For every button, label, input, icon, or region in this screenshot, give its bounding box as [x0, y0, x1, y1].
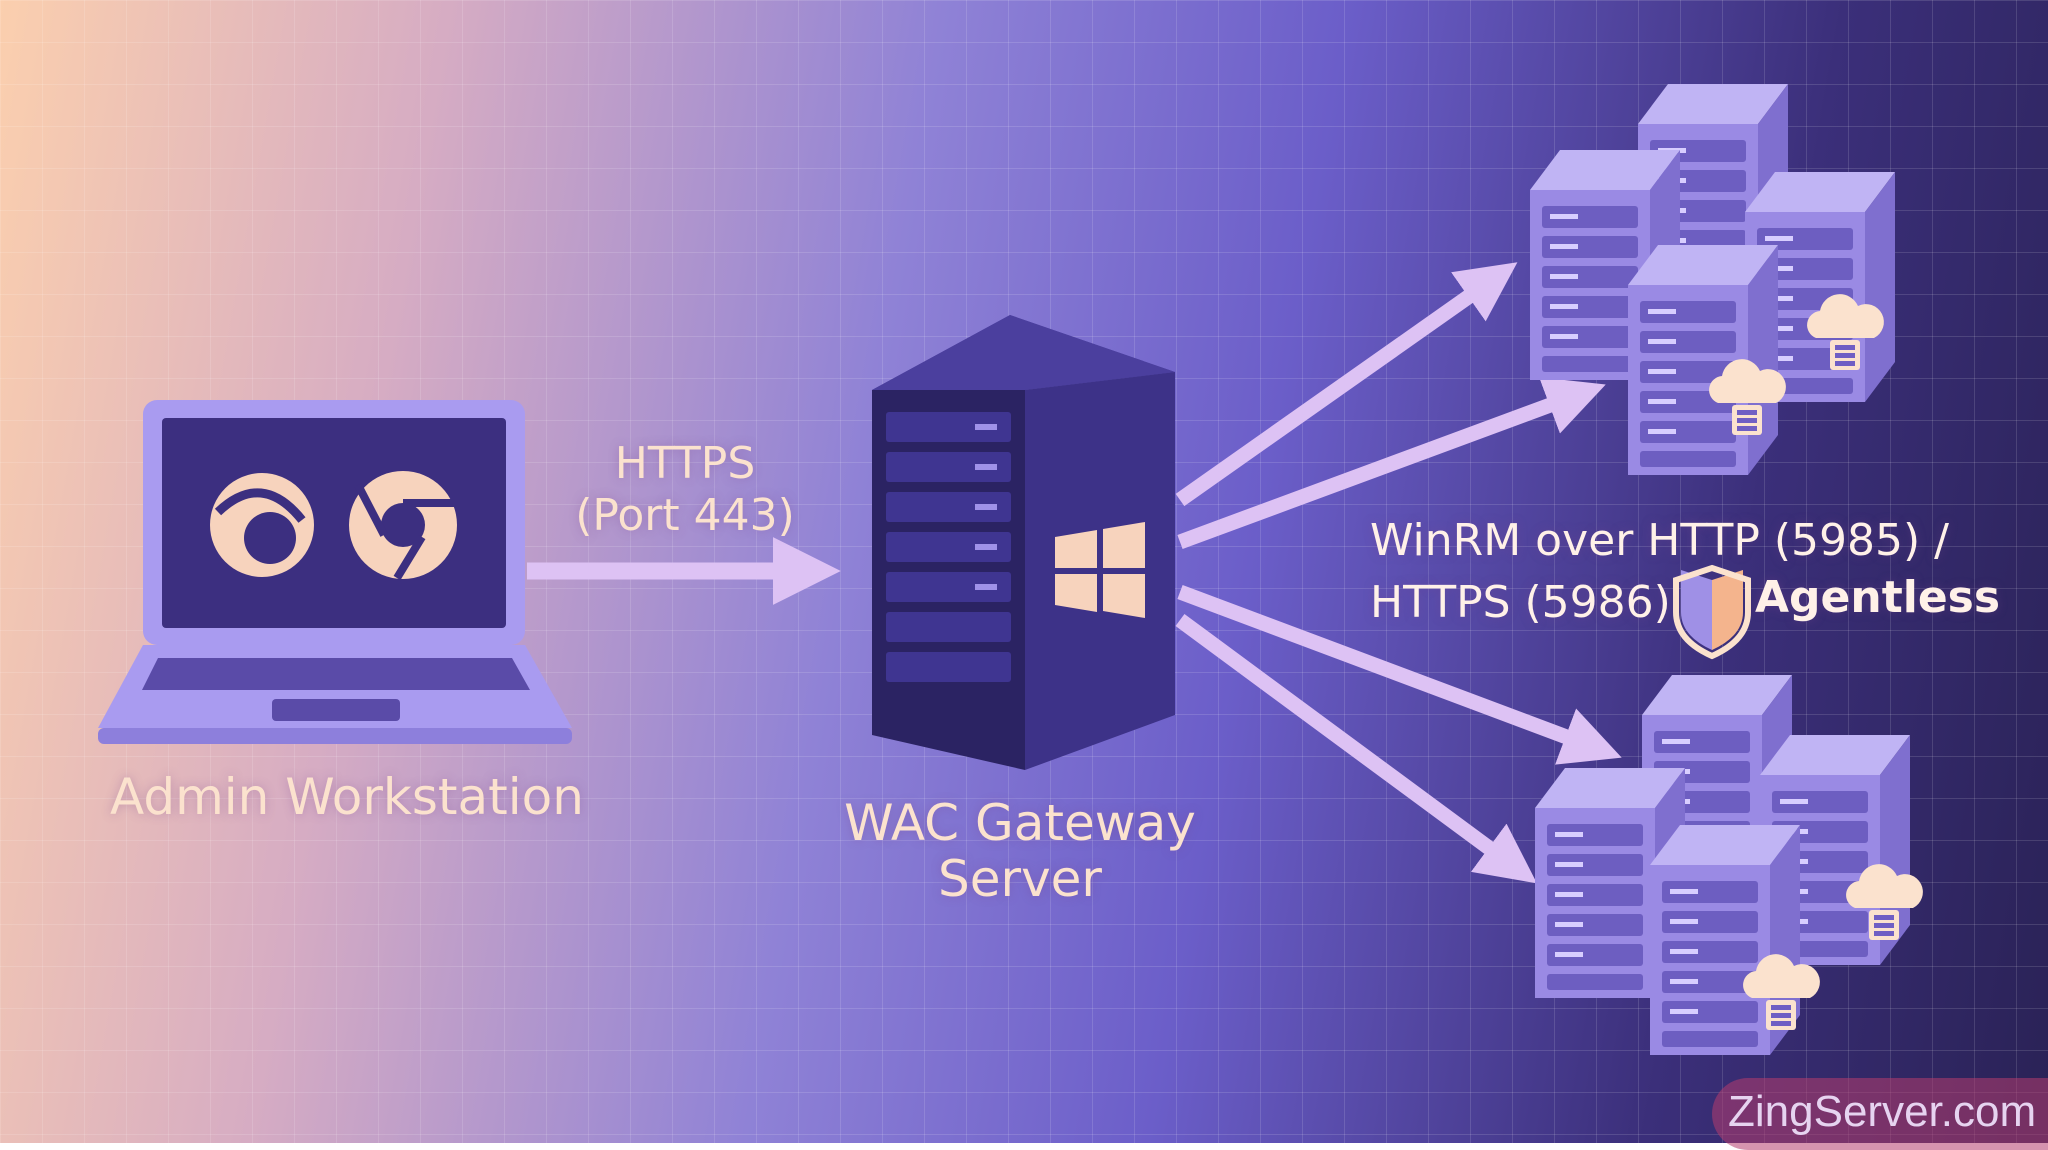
shield-icon	[1673, 564, 1751, 660]
https-edge-label: HTTPS (Port 443)	[575, 438, 795, 542]
winrm-arrows	[1175, 262, 1622, 884]
wac-gateway-label: WAC Gateway Server	[840, 795, 1200, 907]
server-cluster-upper	[1530, 84, 1895, 475]
chrome-browser-icon	[349, 471, 457, 581]
wac-label-line2: Server	[938, 850, 1102, 908]
wac-label-line1: WAC Gateway	[844, 794, 1196, 852]
server-tower-icon	[872, 315, 1175, 770]
winrm-arrow-4	[1175, 613, 1537, 884]
agentless-badge: Agentless	[1755, 572, 2001, 623]
winrm-arrow-1	[1175, 262, 1518, 507]
edge-browser-icon	[210, 473, 314, 577]
winrm-label-line1: WinRM over HTTP (5985) /	[1370, 515, 1949, 566]
laptop-icon	[98, 400, 572, 744]
https-label-line1: HTTPS	[614, 438, 756, 489]
winrm-label-line2: HTTPS (5986)	[1370, 577, 1671, 628]
admin-workstation-label: Admin Workstation	[110, 768, 584, 826]
winrm-arrow-3	[1177, 584, 1622, 765]
winrm-edge-label: WinRM over HTTP (5985) / HTTPS (5986)	[1370, 510, 1949, 634]
windows-logo-icon	[1055, 522, 1145, 618]
watermark-pill	[1712, 1078, 2048, 1150]
winrm-arrow-2	[1177, 377, 1606, 550]
watermark-text: ZingServer.com	[1728, 1087, 2037, 1136]
server-cluster-lower	[1535, 675, 1923, 1055]
https-label-line2: (Port 443)	[575, 490, 795, 541]
